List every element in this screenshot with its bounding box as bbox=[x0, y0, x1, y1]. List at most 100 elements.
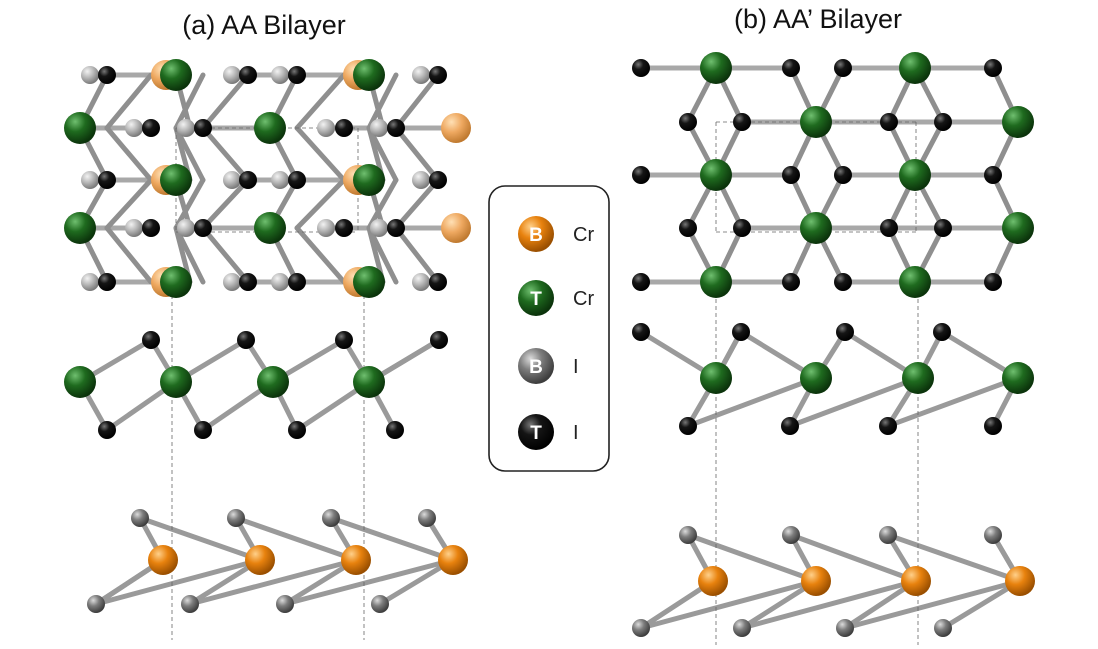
bond bbox=[885, 375, 1021, 429]
i-bottom-atom bbox=[836, 619, 854, 637]
i-top-atom bbox=[632, 323, 650, 341]
i-bottom-atom bbox=[371, 595, 389, 613]
i-top-atom bbox=[834, 59, 852, 77]
i-top-atom bbox=[880, 219, 898, 237]
cr-top-atom bbox=[700, 159, 732, 191]
i-bottom-swatch bbox=[518, 348, 554, 384]
i-bottom-atom bbox=[81, 273, 99, 291]
bond bbox=[104, 225, 154, 285]
i-top-atom bbox=[732, 323, 750, 341]
i-bottom-atom bbox=[879, 526, 897, 544]
i-bottom-atom bbox=[418, 509, 436, 527]
legend-item-cr-top: T Cr bbox=[518, 280, 594, 316]
i-bottom-atom bbox=[984, 526, 1002, 544]
cr-top-atom bbox=[1002, 212, 1034, 244]
i-top-atom bbox=[194, 119, 212, 137]
i-top-atom bbox=[429, 66, 447, 84]
bond bbox=[842, 578, 1023, 631]
bond bbox=[200, 177, 251, 231]
i-top-atom bbox=[239, 273, 257, 291]
i-top-atom bbox=[781, 417, 799, 435]
cr-bottom-atom bbox=[441, 213, 471, 243]
cr-bottom-atom bbox=[801, 566, 831, 596]
i-top-atom bbox=[679, 113, 697, 131]
i-top-atom bbox=[237, 331, 255, 349]
i-bottom-atom bbox=[271, 171, 289, 189]
bond bbox=[93, 557, 263, 607]
bond bbox=[104, 125, 154, 183]
i-top-atom bbox=[335, 119, 353, 137]
legend-item-i-bottom: B I bbox=[518, 348, 579, 384]
cr-top-atom bbox=[899, 159, 931, 191]
bond bbox=[940, 578, 1023, 631]
i-bottom-atom bbox=[322, 509, 340, 527]
i-top-atom bbox=[387, 219, 405, 237]
i-bottom-atom bbox=[317, 219, 335, 237]
i-top-atom bbox=[239, 66, 257, 84]
cr-top-atom bbox=[64, 212, 96, 244]
cr-top-atom bbox=[700, 362, 732, 394]
cr-bottom-atom bbox=[441, 113, 471, 143]
legend: B Cr T Cr B I T I bbox=[488, 185, 610, 472]
i-top-swatch bbox=[518, 414, 554, 450]
i-bottom-atom bbox=[223, 273, 241, 291]
bond bbox=[173, 177, 206, 231]
i-bottom-atom bbox=[271, 66, 289, 84]
i-top-atom bbox=[632, 59, 650, 77]
i-bottom-atom bbox=[223, 66, 241, 84]
i-top-atom bbox=[733, 113, 751, 131]
i-top-atom bbox=[782, 59, 800, 77]
bond bbox=[328, 515, 456, 563]
bond bbox=[294, 72, 347, 131]
bond bbox=[173, 72, 206, 131]
i-top-atom bbox=[98, 66, 116, 84]
bond bbox=[200, 125, 251, 183]
cr-top-atom bbox=[899, 266, 931, 298]
legend-letter: T bbox=[530, 423, 542, 444]
i-top-atom bbox=[733, 219, 751, 237]
cr-top-atom bbox=[800, 212, 832, 244]
i-bottom-atom bbox=[317, 119, 335, 137]
i-top-atom bbox=[879, 417, 897, 435]
cr-top-atom bbox=[257, 366, 289, 398]
i-top-atom bbox=[984, 417, 1002, 435]
i-top-atom bbox=[933, 323, 951, 341]
bond bbox=[366, 177, 399, 231]
i-bottom-atom bbox=[412, 273, 430, 291]
i-bottom-atom bbox=[181, 595, 199, 613]
i-bottom-atom bbox=[223, 171, 241, 189]
bond bbox=[885, 532, 1023, 584]
i-bottom-atom bbox=[87, 595, 105, 613]
cr-top-atom bbox=[899, 52, 931, 84]
bond bbox=[393, 72, 441, 131]
i-bottom-atom bbox=[227, 509, 245, 527]
i-top-atom bbox=[288, 421, 306, 439]
legend-item-cr-bottom: B Cr bbox=[518, 216, 594, 252]
cr-bottom-swatch bbox=[518, 216, 554, 252]
cr-top-atom bbox=[254, 212, 286, 244]
i-top-atom bbox=[387, 119, 405, 137]
i-top-atom bbox=[429, 273, 447, 291]
i-top-atom bbox=[288, 171, 306, 189]
cr-top-atom bbox=[160, 164, 192, 196]
cr-top-atom bbox=[353, 164, 385, 196]
i-bottom-atom bbox=[632, 619, 650, 637]
i-top-atom bbox=[98, 171, 116, 189]
i-top-atom bbox=[934, 113, 952, 131]
i-bottom-atom bbox=[125, 119, 143, 137]
legend-label: I bbox=[573, 422, 579, 444]
i-top-atom bbox=[934, 219, 952, 237]
i-top-atom bbox=[288, 66, 306, 84]
i-top-atom bbox=[984, 166, 1002, 184]
i-bottom-atom bbox=[81, 66, 99, 84]
i-bottom-atom bbox=[412, 171, 430, 189]
cr-top-swatch bbox=[518, 280, 554, 316]
i-top-atom bbox=[98, 273, 116, 291]
legend-letter: T bbox=[530, 289, 542, 310]
cr-top-atom bbox=[353, 366, 385, 398]
i-top-atom bbox=[880, 113, 898, 131]
bond bbox=[187, 557, 359, 607]
i-top-atom bbox=[632, 166, 650, 184]
i-bottom-atom bbox=[370, 219, 388, 237]
i-bottom-atom bbox=[177, 219, 195, 237]
